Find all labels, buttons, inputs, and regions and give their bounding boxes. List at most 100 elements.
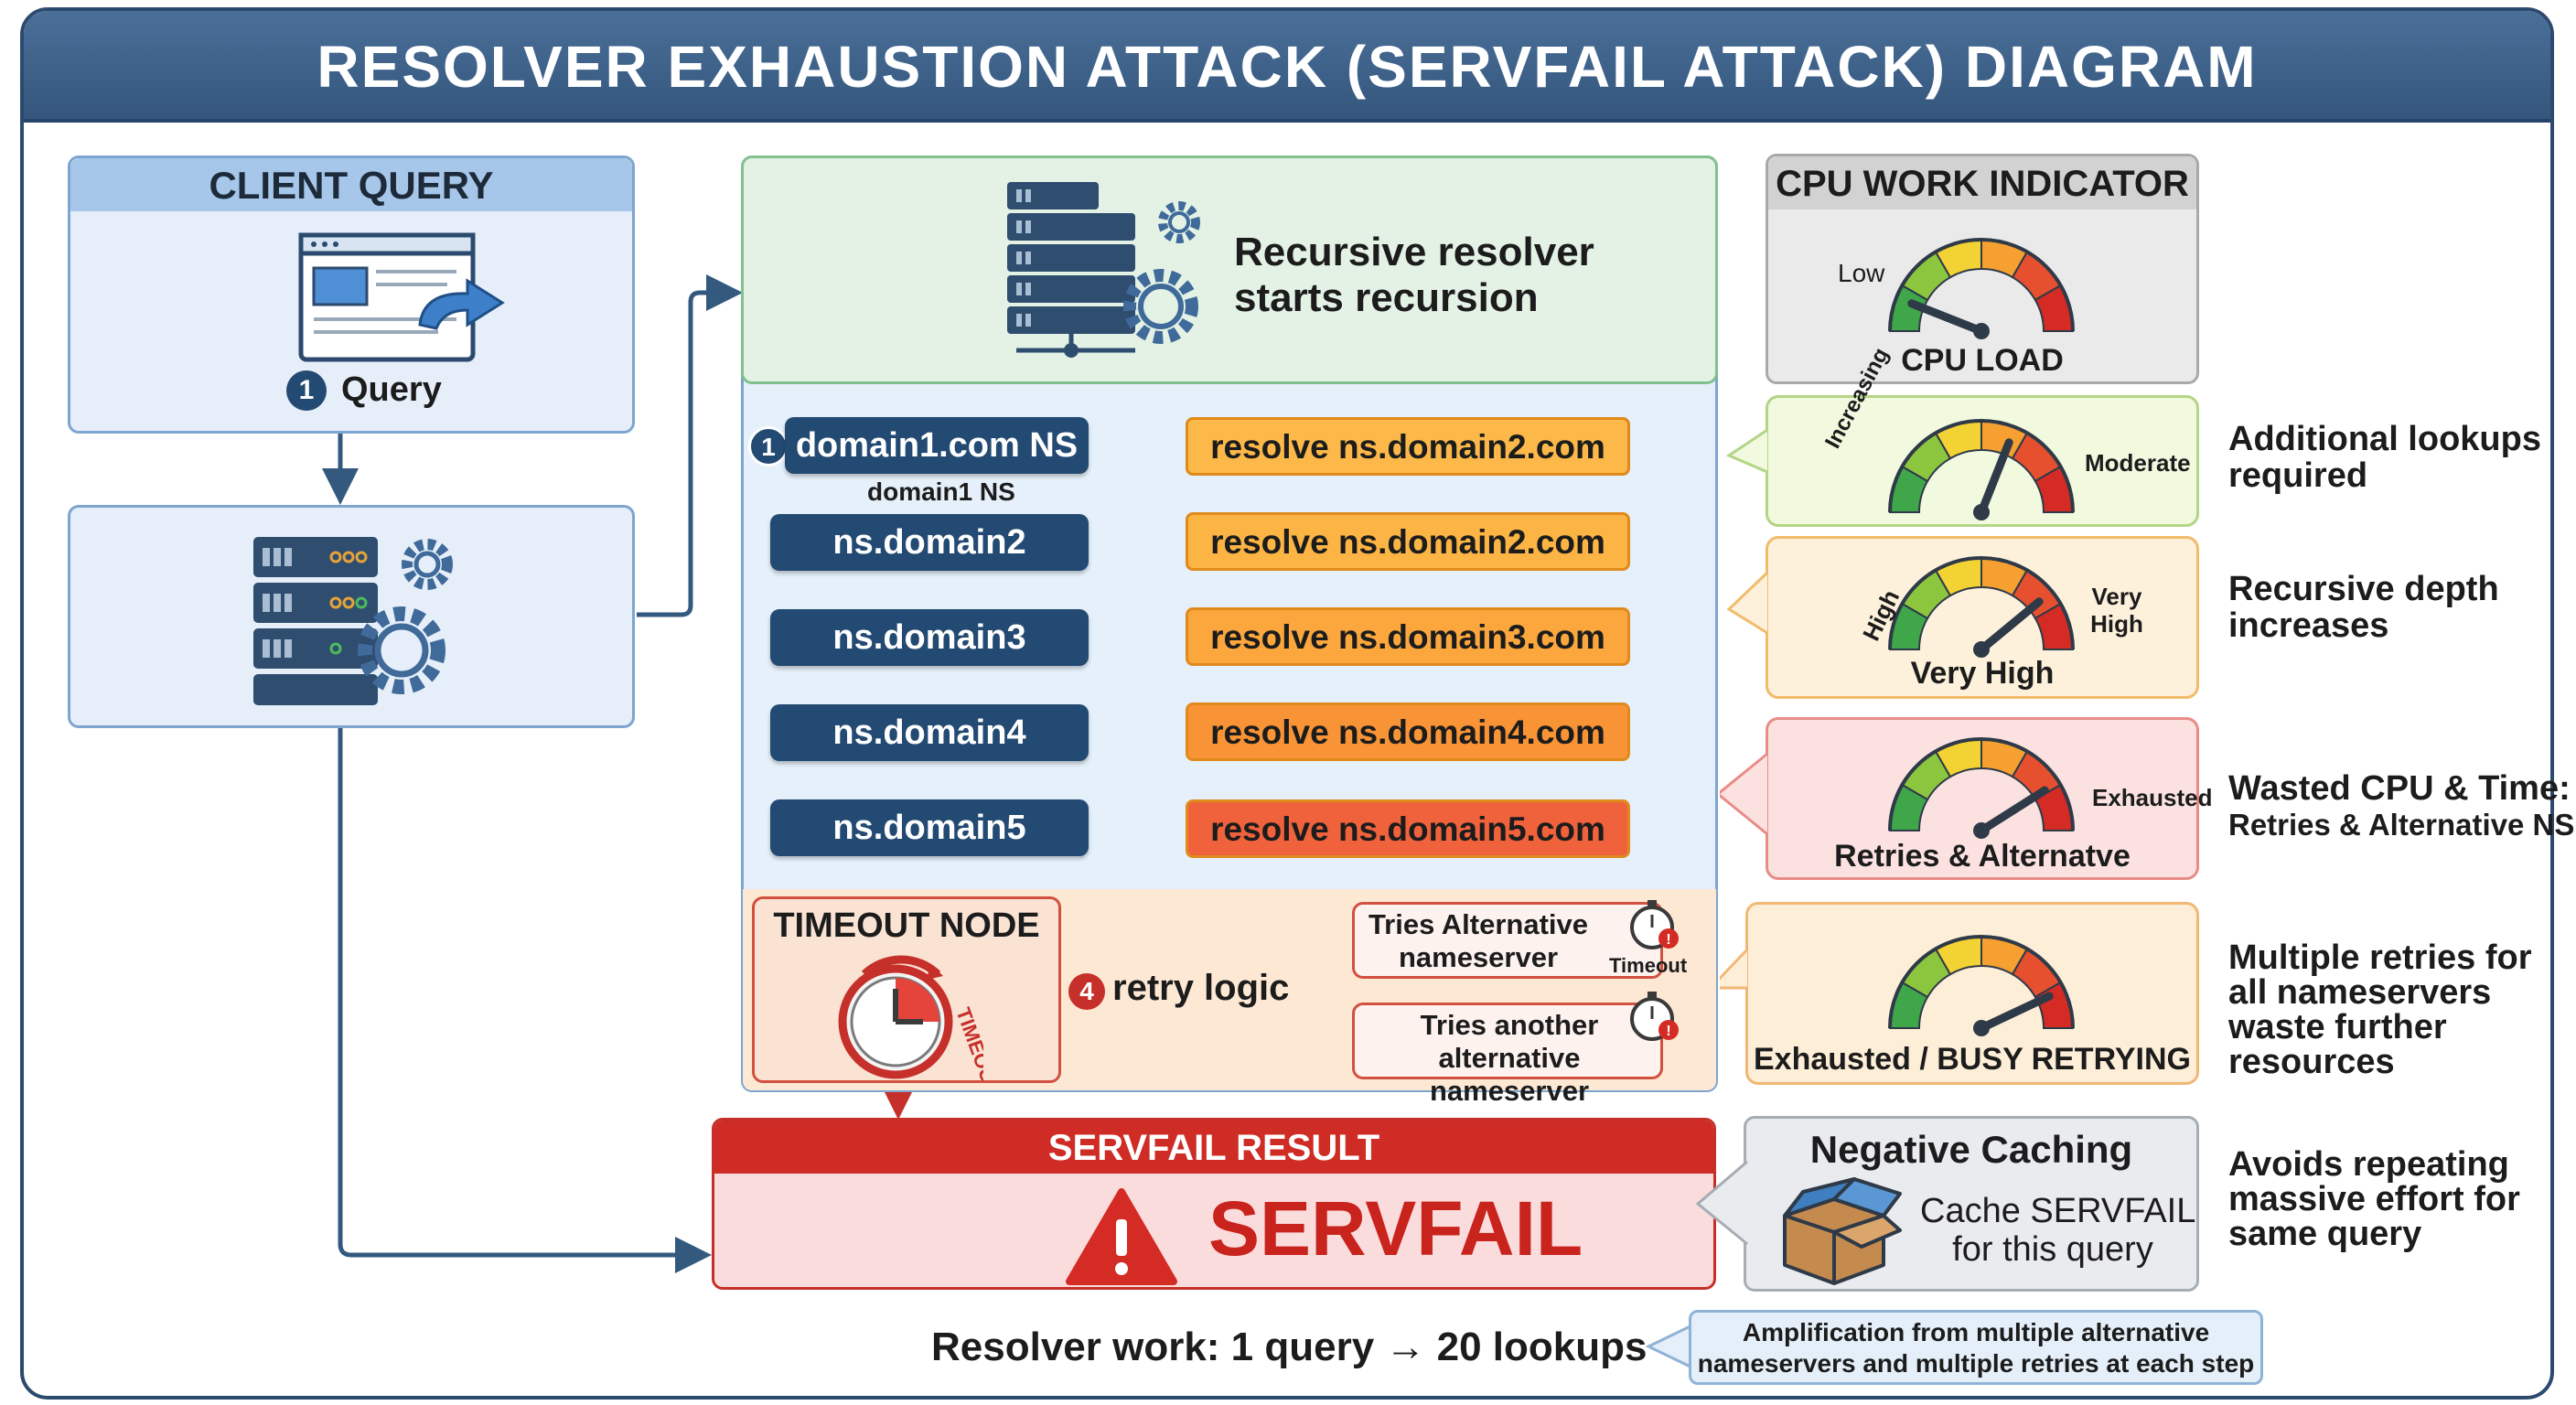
gauge-1-dial [1888,419,2075,520]
description-5-line2: massive effort for [2228,1180,2520,1218]
client-query-panel: CLIENT QUERY 1 Query [68,156,635,434]
gauge-4-bottom-label: Exhausted / BUSY RETRYING [1754,1042,2191,1077]
gauge-2-dial [1888,556,2075,658]
client-query-header: CLIENT QUERY [209,164,494,207]
negative-caching-line1: Cache SERVFAIL [1920,1192,2196,1230]
gauge-2-needle [1977,597,2044,654]
description-4-line3: waste further [2228,1008,2447,1046]
arrow-server-to-resolver [637,274,743,617]
resolver-server-icon [1007,182,1200,358]
cpu-hub [1973,323,1990,339]
description-1: Additional lookups required [2228,421,2541,494]
gauge-2-right-label: Very High [2090,583,2143,638]
description-5-line3: same query [2228,1215,2422,1253]
gauge-3-dial [1888,737,2075,839]
timeout-node-header: TIMEOUT NODE [773,906,1040,945]
resolver-work-summary: Resolver work: 1 query → 20 lookups [931,1325,1648,1369]
footer-note-line1: Amplification from multiple alternative [1742,1318,2210,1346]
servfail-header-bar [714,1121,1713,1174]
cpu-indicator-header: CPU WORK INDICATOR [1776,164,2189,204]
server-panel [68,505,635,728]
description-4-line4: resources [2228,1043,2395,1081]
client-query-header-bar [70,158,632,211]
gauge-4-needle [1977,992,2054,1033]
retry-option-1-timer-label: Timeout [1609,954,1688,977]
footer-note: Amplification from multiple alternative … [1689,1310,2263,1385]
servfail-text: SERVFAIL [1208,1185,1583,1271]
warning-icon [1066,1188,1177,1285]
description-5: Avoids repeating massive effort for same… [2228,1147,2520,1251]
title-bar: RESOLVER EXHAUSTION ATTACK (SERVFAIL ATT… [24,11,2550,123]
gauge-4-dial [1888,935,2075,1036]
description-2-line1: Recursive depth [2228,570,2499,608]
description-2: Recursive depth increases [2228,571,2499,644]
cpu-load-label: CPU LOAD [1901,343,2064,378]
gauge-2-hub [1973,641,1990,658]
description-2-line2: increases [2228,606,2389,645]
cpu-needle [1907,299,1986,336]
resolve-box-5: resolve ns.domain5.com [1186,799,1630,858]
retry-option-2: Tries another alternative nameserver [1352,1003,1663,1107]
description-5-line1: Avoids repeating [2228,1145,2509,1184]
gauge-2-bottom-label: Very High [1910,656,2055,691]
client-step-label: Query [341,370,442,409]
description-1-line2: required [2228,456,2368,495]
retry-logic-label: retry logic [1112,968,1290,1008]
svg-text:!: ! [1666,1024,1670,1039]
browser-window-icon [298,232,505,362]
description-1-line1: Additional lookups [2228,420,2541,458]
gauge-3-right-label: Exhausted [2092,784,2213,811]
stopwatch-icon-1: ! [1630,900,1679,949]
gauge-3-bottom-label: Retries & Alternatve [1834,839,2131,874]
retry-option-1: Tries Alternative nameserver Timeout [1352,902,1687,979]
gauge-1-hub [1973,504,1990,520]
description-3-line1: Wasted CPU & Time: [2228,769,2571,808]
gauge-1-right-label: Moderate [2085,449,2191,477]
gauge-1-needle [1977,438,2013,517]
description-3: Wasted CPU & Time: Retries & Alternative… [2228,770,2574,843]
timeout-clock-icon: TIMEOUT [838,955,983,1084]
server-gear-icon [253,537,453,705]
client-step-badge: 1 [286,370,327,411]
chain-node-ns-domain5: ns.domain5 [770,799,1089,856]
resolve-box-1: resolve ns.domain2.com [1186,417,1630,476]
resolver-header-panel: Recursive resolver starts recursion [741,156,1718,384]
chain-node-domain1-sublabel: domain1 NS [867,477,1015,506]
resolve-box-3: resolve ns.domain3.com [1186,607,1630,666]
gauge-3-hub [1973,822,1990,839]
retry-step-badge: 4 [1068,973,1105,1010]
svg-text:!: ! [1666,932,1670,948]
description-4-line1: Multiple retries for [2228,938,2532,977]
callout-tails [1720,428,1769,990]
description-4: Multiple retries for all nameservers was… [2228,940,2532,1079]
cpu-dial [1888,238,2075,339]
negative-caching-panel: Negative Caching Cache SERVFAIL for this… [1744,1116,2199,1292]
servfail-header: SERVFAIL RESULT [1047,1128,1380,1168]
footer-note-tail [1645,1321,1699,1372]
cpu-indicator-panel: CPU WORK INDICATOR Low CPU LOAD [1766,154,2199,384]
chain-node-ns-domain3: ns.domain3 [770,609,1089,666]
gauge-4-hub [1973,1020,1990,1036]
page-title: RESOLVER EXHAUSTION ATTACK (SERVFAIL ATT… [317,34,2258,100]
chain-node-domain1: domain1.com NS [785,417,1089,474]
gauge-3-needle [1977,786,2049,835]
servfail-panel: SERVFAIL RESULT SERVFAIL [712,1118,1716,1290]
cpu-indicator-header-bar [1768,156,2196,209]
footer-note-line2: nameservers and multiple retries at each… [1697,1349,2255,1378]
description-3-line2: Retries & Alternative NS [2228,808,2575,842]
stopwatch-icon-2: ! [1630,992,1679,1041]
timeout-node-panel: TIMEOUT NODE TIMEOUT [752,896,1061,1084]
negative-caching-tail [1695,1160,1748,1246]
gauge-card-4: Exhausted / BUSY RETRYING [1745,902,2199,1085]
negative-caching-header: Negative Caching [1809,1128,2133,1171]
description-4-line2: all nameservers [2228,973,2492,1012]
chain-node-ns-domain4: ns.domain4 [770,704,1089,761]
cache-box-icon [1783,1177,1902,1285]
resolve-box-4: resolve ns.domain4.com [1186,702,1630,761]
retry-option-1-text: Tries Alternative nameserver [1368,908,1589,973]
negative-caching-line2: for this query [1952,1230,2153,1269]
chain-node-ns-domain2: ns.domain2 [770,514,1089,571]
arrow-server-to-servfail [338,728,712,1273]
resolver-label: Recursive resolver starts recursion [1234,230,1594,320]
